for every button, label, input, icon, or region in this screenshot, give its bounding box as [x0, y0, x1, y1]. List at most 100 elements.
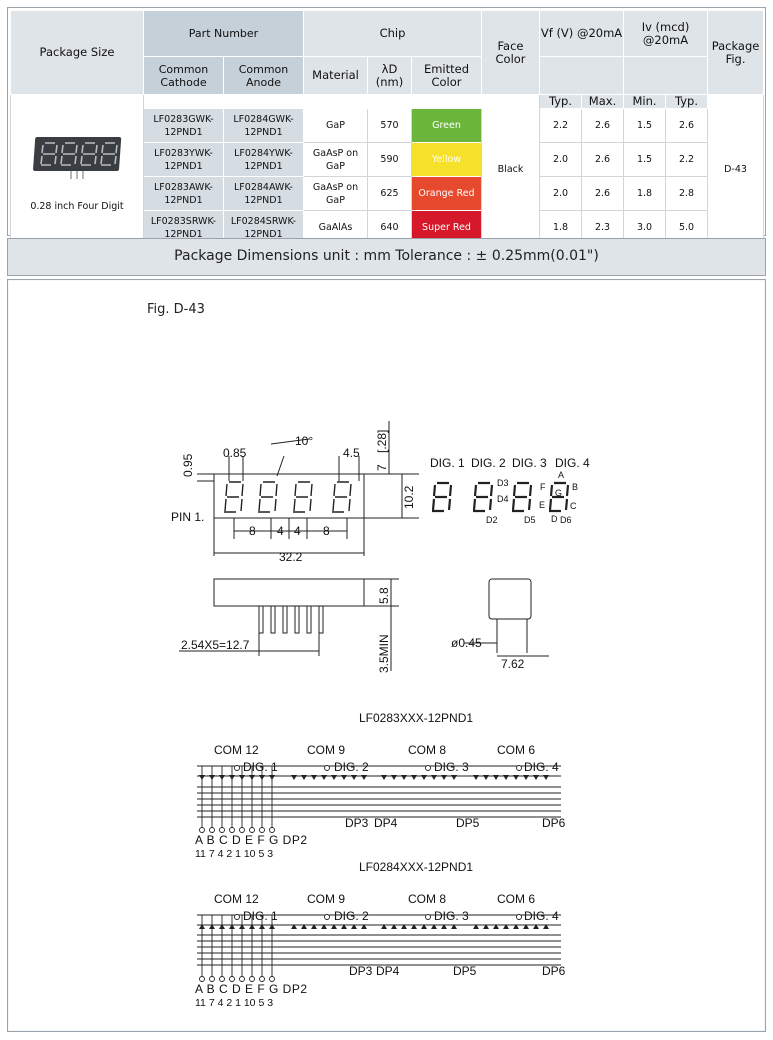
- material: GaAsP on GaP: [303, 176, 368, 211]
- dim-085: 0.85: [223, 446, 247, 460]
- com-label: COM 12: [214, 892, 259, 906]
- seg-a-label: A: [558, 470, 564, 480]
- part-anode: LF0284YWK-12PND1: [223, 142, 304, 177]
- dp-label: DP4: [374, 816, 398, 830]
- dp-label: DP5: [453, 964, 477, 978]
- header-lambda: λD (nm): [367, 56, 412, 95]
- dp-label: DP3: [345, 816, 369, 830]
- dig-label: DIG. 2: [334, 760, 369, 774]
- dim-58: 5.8: [377, 587, 391, 604]
- part-anode: LF0284GWK-12PND1: [223, 108, 304, 143]
- header-package-size: Package Size: [10, 10, 144, 95]
- lambda: 590: [367, 142, 412, 177]
- dim-045: ø0.45: [451, 636, 482, 650]
- dim-028: [.28]: [375, 430, 389, 453]
- package-caption: 0.28 inch Four Digit: [30, 200, 124, 212]
- seg-e-label: E: [539, 500, 545, 510]
- dim-7: 7: [375, 464, 389, 471]
- schematic-anode-title: LF0284XXX-12PND1: [359, 860, 473, 874]
- header-face-color: Face Color: [481, 10, 541, 95]
- package-dimensions-text: Package Dimensions unit : mm Tolerance :…: [174, 248, 599, 264]
- seg-d2-label: D2: [486, 515, 498, 525]
- dp-label: DP6: [542, 816, 566, 830]
- header-part-number: Part Number: [143, 10, 304, 57]
- header-iv: Iv (mcd) @20mA: [623, 10, 709, 57]
- header-chip: Chip: [302, 10, 483, 57]
- material: GaP: [303, 108, 368, 143]
- pin-letters: A B C D E F G DP2: [195, 833, 308, 847]
- header-iv-typ: Typ.: [665, 94, 709, 109]
- dig4-label: DIG. 4: [555, 456, 590, 470]
- dp-label: DP5: [456, 816, 480, 830]
- com-label: COM 12: [214, 743, 259, 757]
- schematic-anode: LF0284XXX-12PND1 COM 12 COM 9 COM 8 COM …: [195, 860, 566, 1009]
- header-vf-max: Max.: [581, 94, 625, 109]
- dim-8a: 8: [249, 524, 256, 538]
- com-label: COM 9: [307, 743, 345, 757]
- iv-typ: 2.2: [665, 142, 709, 177]
- com-label: COM 6: [497, 743, 535, 757]
- iv-typ: 2.8: [665, 176, 709, 211]
- dig-label: DIG. 4: [524, 760, 559, 774]
- dig-label: DIG. 1: [243, 760, 278, 774]
- seg-d3-label: D3: [497, 478, 509, 488]
- dim-8b: 8: [323, 524, 330, 538]
- dig-label: DIG. 4: [524, 909, 559, 923]
- side-view-body: [213, 578, 365, 607]
- iv-min: 1.5: [623, 108, 667, 143]
- seg-g-label: G: [555, 488, 562, 498]
- dim-angle: 10°: [295, 434, 313, 448]
- lambda: 570: [367, 108, 412, 143]
- dig2-label: DIG. 2: [471, 456, 506, 470]
- dig-label: DIG. 3: [434, 909, 469, 923]
- com-label: COM 9: [307, 892, 345, 906]
- iv-typ: 2.6: [665, 108, 709, 143]
- dig-label: DIG. 1: [243, 909, 278, 923]
- figure-label: Fig. D-43: [147, 302, 205, 317]
- diode-row: [199, 775, 549, 780]
- seg-f-label: F: [540, 482, 546, 492]
- dp-label: DP3: [349, 964, 373, 978]
- drawing-area: Fig. D-43: [9, 281, 764, 1030]
- dig3-label: DIG. 3: [512, 456, 547, 470]
- end-view-body: [488, 578, 532, 620]
- package-fig-value: D-43: [707, 94, 765, 245]
- technical-drawing: 0.95 0.85 10° 4.5 7 [.28] 10.2 PIN 1. 8 …: [171, 421, 590, 1009]
- diode-row: [199, 924, 549, 929]
- dp-label: DP6: [542, 964, 566, 978]
- front-view-digits: [224, 481, 352, 513]
- header-common-anode: Common Anode: [223, 56, 304, 95]
- dig-label: DIG. 2: [334, 909, 369, 923]
- pin-letters: A B C D E F G DP2: [195, 982, 308, 996]
- com-label: COM 6: [497, 892, 535, 906]
- segment-diagram: [431, 481, 570, 513]
- dim-095: 0.95: [181, 453, 195, 477]
- part-cathode: LF0283YWK-12PND1: [143, 142, 224, 177]
- vf-max: 2.6: [581, 108, 625, 143]
- vf-max: 2.6: [581, 176, 625, 211]
- header-emitted-color: Emitted Color: [410, 56, 483, 95]
- dig1-label: DIG. 1: [430, 456, 465, 470]
- package-dimensions-bar: Package Dimensions unit : mm Tolerance :…: [7, 238, 766, 276]
- pin-numbers: 11 7 4 2 1 10 5 3: [195, 997, 273, 1009]
- emitted-color-orange-red: Orange Red: [410, 176, 483, 211]
- seg-c-label: C: [570, 501, 577, 511]
- dim-4a: 4: [277, 524, 284, 538]
- pin1-label: PIN 1.: [171, 510, 204, 524]
- dig-label: DIG. 3: [434, 760, 469, 774]
- header-vf: Vf (V) @20mA: [539, 10, 625, 57]
- led-display-image: [33, 136, 122, 179]
- part-cathode: LF0283GWK-12PND1: [143, 108, 224, 143]
- header-material: Material: [303, 56, 368, 95]
- pin-numbers: 11 7 4 2 1 10 5 3: [195, 848, 273, 860]
- dim-322: 32.2: [279, 550, 303, 564]
- header-vf-typ: Typ.: [539, 94, 583, 109]
- vf-typ: 2.0: [539, 176, 583, 211]
- com-label: COM 8: [408, 743, 446, 757]
- dim-4b: 4: [294, 524, 301, 538]
- header-iv-min: Min.: [623, 94, 667, 109]
- schematic-cathode: LF0283XXX-12PND1 COM 12 COM 9 COM 8 COM …: [195, 711, 566, 860]
- iv-min: 1.8: [623, 176, 667, 211]
- dim-35min: 3.5MIN: [377, 634, 391, 673]
- seg-d-label: D: [551, 514, 558, 524]
